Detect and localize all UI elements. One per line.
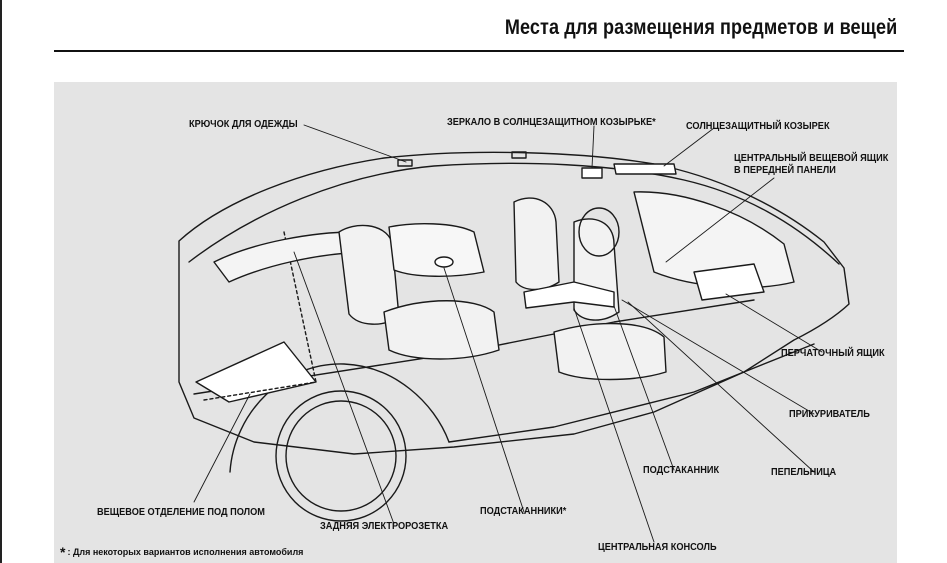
leader-cup-holder <box>613 305 675 471</box>
coat-hook-shape <box>397 151 527 167</box>
car-cutaway-drawing <box>178 124 850 543</box>
title-rule <box>54 50 904 52</box>
leader-sun-visor <box>663 127 715 167</box>
footnote-text: : Для некоторых вариантов исполнения авт… <box>67 547 304 557</box>
label-cup-holder: ПОДСТАКАННИК <box>643 465 720 476</box>
label-coat-hook: КРЮЧОК ДЛЯ ОДЕЖДЫ <box>189 119 298 130</box>
label-lighter: ПРИКУРИВАТЕЛЬ <box>789 409 870 420</box>
label-underfloor-storage: ВЕЩЕВОЕ ОТДЕЛЕНИЕ ПОД ПОЛОМ <box>97 507 265 518</box>
leader-underfloor-storage <box>193 393 251 503</box>
leader-coat-hook <box>303 124 407 163</box>
label-dashboard-box: ЦЕНТРАЛЬНЫЙ ВЕЩЕВОЙ ЯЩИК В ПЕРЕДНЕЙ ПАНЕ… <box>734 153 909 177</box>
label-glove-box: ПЕРЧАТОЧНЫЙ ЯЩИК <box>781 348 885 359</box>
label-vanity-mirror: ЗЕРКАЛО В СОЛНЦЕЗАЩИТНОМ КОЗЫРЬКЕ* <box>447 117 656 128</box>
cargo-floor-panel <box>195 341 317 403</box>
label-center-console: ЦЕНТРАЛЬНАЯ КОНСОЛЬ <box>598 542 717 553</box>
roof-line <box>188 162 840 265</box>
leader-glove-box <box>725 293 823 353</box>
rear-door-panel <box>388 223 485 277</box>
front-seat-left <box>513 197 560 291</box>
car-interior-illustration <box>54 82 897 563</box>
rear-wheel <box>275 390 407 522</box>
rear-wheel-hub <box>285 400 397 512</box>
label-rear-cup-holders: ПОДСТАКАННИКИ* <box>480 506 567 517</box>
rear-wheel-arch <box>229 363 450 473</box>
label-dashboard-box-line2: В ПЕРЕДНЕЙ ПАНЕЛИ <box>734 165 836 176</box>
floor-line <box>193 299 755 395</box>
rear-seat-cushion <box>383 300 500 360</box>
sun-visor-shape <box>613 163 677 175</box>
leader-lighter <box>621 299 815 415</box>
rear-seat-back <box>338 224 400 325</box>
front-seat-cushion <box>553 322 667 381</box>
sill-line <box>448 343 815 443</box>
leader-center-console <box>573 307 655 543</box>
steering-wheel <box>578 207 620 257</box>
leader-ashtray <box>627 301 815 473</box>
page-title: Места для размещения предметов и вещей <box>504 16 897 39</box>
label-ashtray: ПЕПЕЛЬНИЦА <box>771 467 837 478</box>
rear-cup-holder-shape <box>434 256 454 268</box>
leader-dashboard-box <box>665 177 775 263</box>
label-rear-power-outlet: ЗАДНЯЯ ЭЛЕКТРОРОЗЕТКА <box>320 521 449 532</box>
glove-box-shape <box>693 263 765 301</box>
label-dashboard-box-line1: ЦЕНТРАЛЬНЫЙ ВЕЩЕВОЙ ЯЩИК <box>734 153 889 164</box>
leader-rear-cup-holders <box>443 267 525 513</box>
leader-rear-power-outlet <box>293 251 395 525</box>
page-edge <box>0 0 2 563</box>
label-sun-visor: СОЛНЦЕЗАЩИТНЫЙ КОЗЫРЕК <box>686 121 830 132</box>
leader-vanity-mirror <box>591 125 595 169</box>
vanity-mirror-shape <box>581 167 603 179</box>
footnote-star: * <box>60 544 66 560</box>
footnote: *: Для некоторых вариантов исполнения ав… <box>60 544 303 560</box>
